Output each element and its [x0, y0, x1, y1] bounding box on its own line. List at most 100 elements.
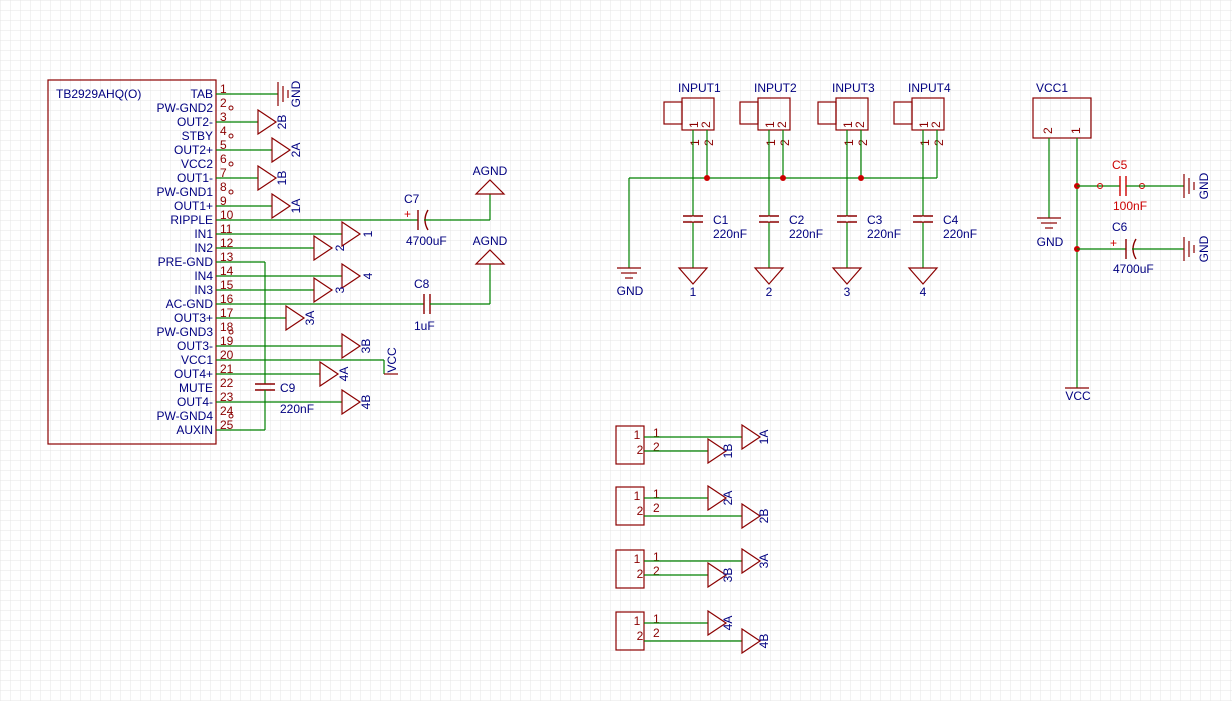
cap-value: 220nF: [943, 227, 977, 241]
ic-pin-number: 21: [220, 362, 234, 376]
gnd-label-vcc1: GND: [1037, 235, 1064, 249]
c6-ref: C6: [1112, 220, 1128, 234]
input-net-label: 3: [844, 285, 851, 299]
ic-pin-name: OUT1+: [174, 199, 213, 213]
gnd-label-tab: GND: [289, 80, 303, 107]
ic-pin-number: 17: [220, 306, 234, 320]
output-flag: 4A: [216, 360, 351, 388]
connector-ref: INPUT2: [754, 81, 797, 95]
flag-label: 1B: [275, 171, 289, 186]
svg-text:1: 1: [634, 428, 641, 442]
svg-text:3B: 3B: [721, 568, 735, 583]
input-flag: 2: [216, 234, 347, 262]
ic-pin: OUT4-23: [177, 390, 234, 409]
svg-text:1: 1: [634, 614, 641, 628]
c6-value: 4700uF: [1113, 262, 1154, 276]
svg-text:1: 1: [653, 550, 660, 564]
svg-text:1: 1: [763, 121, 777, 128]
ic-pin: OUT4+21: [174, 362, 234, 381]
c7-value: 4700uF: [406, 234, 447, 248]
svg-text:2: 2: [653, 626, 660, 640]
output-flag: 3A: [216, 304, 317, 332]
c8-ref: C8: [414, 277, 430, 291]
ic-pin-number: 7: [220, 166, 227, 180]
flag-label: 2B: [275, 115, 289, 130]
ic-pin-name: IN2: [194, 241, 213, 255]
input-net-label: 1: [690, 285, 697, 299]
output-flag: 4B: [216, 388, 373, 416]
ic-pin-name: IN3: [194, 283, 213, 297]
ic-pin: OUT1+9: [174, 194, 227, 213]
svg-text:2: 2: [637, 504, 644, 518]
flag-label: 3A: [303, 311, 317, 326]
flag-label: 4: [361, 272, 375, 279]
svg-text:+: +: [1110, 236, 1117, 250]
output-flag: 1B: [216, 164, 289, 192]
tab-gnd-net: GND: [216, 80, 303, 107]
vcc-pin20-net: VCC: [216, 347, 399, 375]
svg-text:2: 2: [775, 121, 789, 128]
input-flag: 4: [216, 262, 375, 290]
svg-text:2A: 2A: [721, 491, 735, 506]
ic-pin-number: 13: [220, 250, 234, 264]
agnd-label-1: AGND: [473, 164, 508, 178]
svg-text:4B: 4B: [757, 634, 771, 649]
ic-pin-number: 16: [220, 292, 234, 306]
ic-pin: MUTE 22: [179, 376, 234, 395]
ic-pin-number: 5: [220, 138, 227, 152]
output-flag: 3B: [216, 332, 373, 360]
ic-pin-name: VCC1: [181, 353, 213, 367]
c6-capacitor[interactable]: + GND C6 4700uF: [1077, 220, 1211, 276]
svg-text:1: 1: [653, 612, 660, 626]
svg-text:1: 1: [634, 552, 641, 566]
ic-pin-number: 8: [220, 180, 227, 194]
ic-pin-name: MUTE: [179, 381, 213, 395]
c9-network[interactable]: C9 220nF: [216, 261, 314, 431]
flag-label: 4A: [337, 367, 351, 382]
svg-text:1: 1: [842, 139, 856, 146]
svg-text:2: 2: [853, 121, 867, 128]
cap-ref: C1: [713, 213, 729, 227]
ic-pin-number: 6: [220, 152, 227, 166]
ic-pin: OUT3+17: [174, 306, 234, 325]
ic-pin-name: STBY: [182, 129, 213, 143]
c8-value: 1uF: [414, 319, 435, 333]
c7-network[interactable]: + AGND C7 4700uF: [216, 164, 508, 248]
ic-pin: OUT2-3: [177, 110, 227, 129]
c5-capacitor[interactable]: GND C5 100nF: [1077, 158, 1211, 213]
ic-pin-number: 14: [220, 264, 234, 278]
vcc1-ref: VCC1: [1036, 81, 1068, 95]
ic-pin-number: 24: [220, 404, 234, 418]
cap-ref: C2: [789, 213, 805, 227]
output-flag: 2A: [216, 136, 303, 164]
ic-pin-number: 22: [220, 376, 234, 390]
ic-pin-name: PW-GND4: [157, 409, 214, 423]
c7-ref: C7: [404, 192, 420, 206]
ic-pin-name: RIPPLE: [170, 213, 213, 227]
ic-pin-number: 19: [220, 334, 234, 348]
svg-text:1: 1: [653, 487, 660, 501]
c8-network[interactable]: AGND C8 1uF: [216, 234, 508, 333]
ic-name: TB2929AHQ(O): [56, 87, 141, 101]
svg-text:1: 1: [918, 139, 932, 146]
ic-pin-name: VCC2: [181, 157, 213, 171]
ic-pin-name: TAB: [191, 87, 213, 101]
connector-ref: INPUT4: [908, 81, 951, 95]
svg-text:4A: 4A: [721, 616, 735, 631]
ic-pin-number: 18: [220, 320, 234, 334]
